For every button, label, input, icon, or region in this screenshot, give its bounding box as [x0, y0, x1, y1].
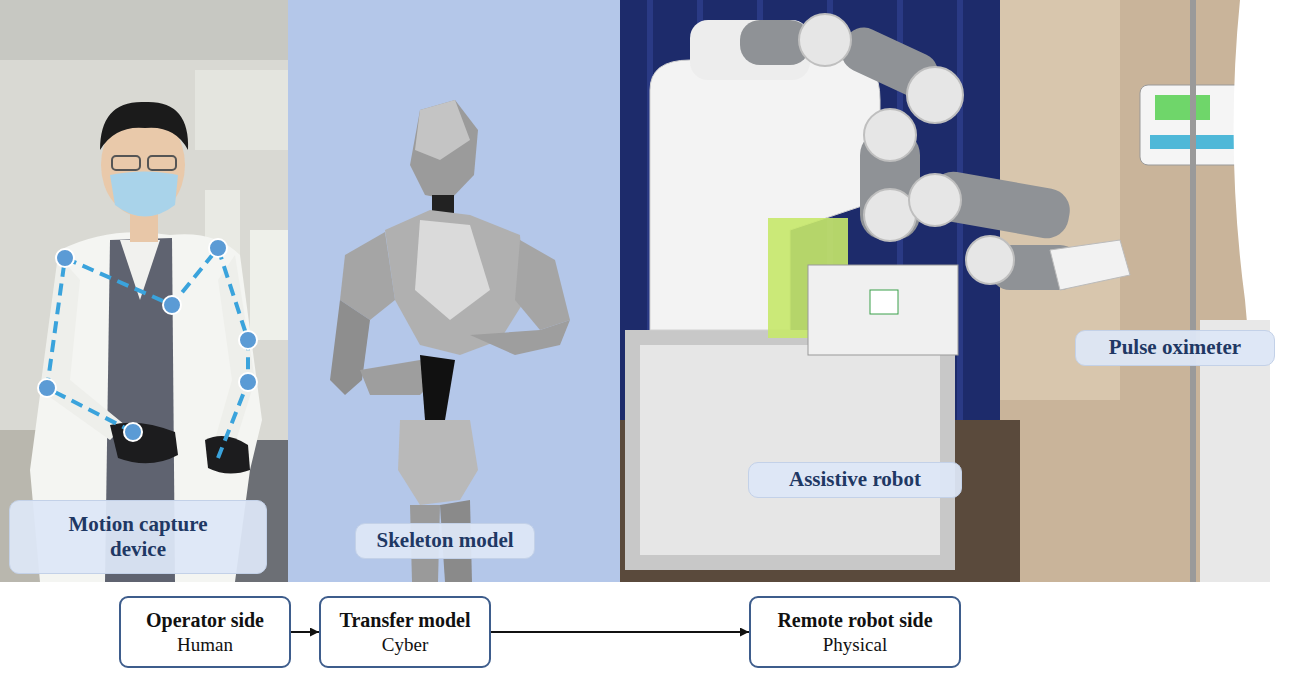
photo-label: Assistive robot — [748, 462, 962, 498]
node-heading: Remote robot side — [777, 608, 932, 633]
node-subtext: Human — [177, 633, 233, 657]
photo-label: Motion capture device — [9, 500, 267, 574]
node-heading: Assistive robot — [789, 467, 921, 492]
skeleton-figure — [288, 0, 620, 582]
node-heading: Transfer model — [340, 608, 471, 633]
operator-photo — [0, 0, 288, 582]
node-heading: Motion capture device — [43, 512, 233, 562]
flow-arrow — [291, 631, 319, 633]
stage-box: Operator sideHuman — [119, 596, 291, 668]
photo-label: Skeleton model — [355, 523, 535, 559]
stage-box: Transfer modelCyber — [319, 596, 491, 668]
node-heading: Skeleton model — [376, 528, 513, 553]
node-subtext: Cyber — [382, 633, 428, 657]
node-heading: Operator side — [146, 608, 264, 633]
node-heading: Pulse oximeter — [1109, 335, 1241, 360]
node-subtext: Physical — [823, 633, 887, 657]
robot-photo — [620, 0, 1290, 582]
photo-label: Pulse oximeter — [1075, 330, 1275, 366]
flow-arrow — [491, 631, 749, 633]
stage-box: Remote robot sidePhysical — [749, 596, 961, 668]
